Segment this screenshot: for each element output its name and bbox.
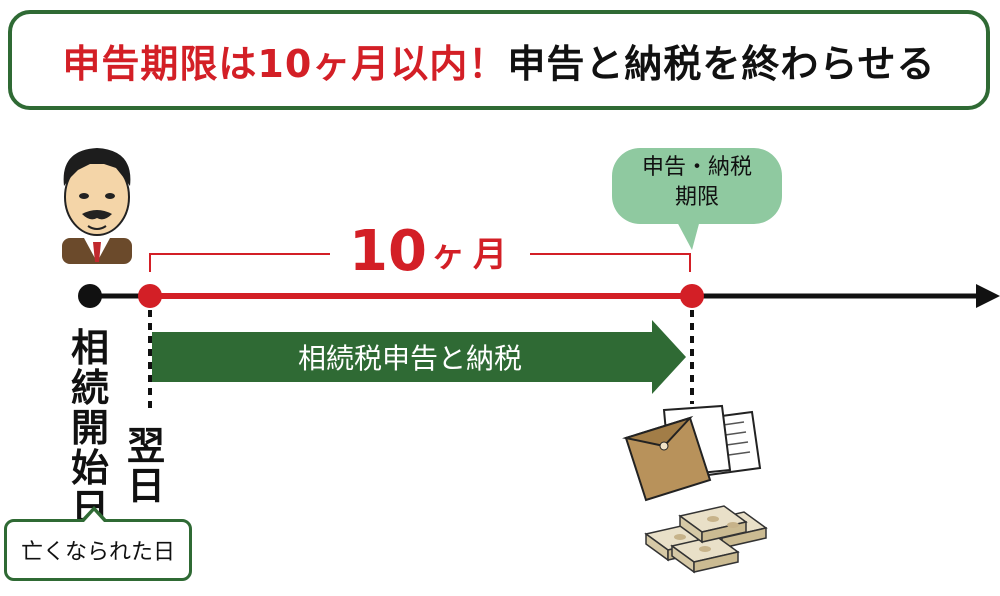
title-banner: 申告期限は10ヶ月以内！ 申告と納税を終わらせる bbox=[8, 10, 990, 110]
next-day-label: 翌 日 bbox=[124, 426, 168, 506]
death-date-callout: 亡くなられた日 bbox=[4, 519, 192, 581]
filing-arrow-label: 相続税申告と納税 bbox=[297, 342, 522, 375]
money-icon bbox=[644, 505, 768, 574]
next-day-dot bbox=[138, 284, 162, 308]
callout-text: 亡くなられた日 bbox=[20, 540, 175, 565]
person-icon bbox=[62, 148, 132, 264]
start-date-char: 続 bbox=[70, 366, 109, 410]
deadline-bubble bbox=[612, 148, 782, 250]
title-black-text: 申告と納税を終わらせる bbox=[507, 41, 936, 86]
timeline-arrowhead bbox=[976, 284, 1000, 308]
start-date-char: 相 bbox=[70, 326, 109, 370]
start-date-label: 相 続 開 始 日 bbox=[68, 328, 112, 528]
title-red-text: 申告期限は10ヶ月以内！ bbox=[62, 41, 508, 86]
deadline-bubble-text: 申告・納税 期限 bbox=[612, 150, 782, 216]
deadline-bubble-line2: 期限 bbox=[674, 185, 719, 210]
period-number: 10 bbox=[349, 218, 427, 284]
start-date-char: 始 bbox=[70, 446, 109, 490]
next-day-char: 翌 bbox=[126, 424, 165, 468]
period-month: 月 bbox=[472, 234, 507, 275]
start-dot bbox=[78, 284, 102, 308]
period-label: 10 ヶ 月 bbox=[330, 216, 530, 286]
start-date-char: 開 bbox=[70, 406, 109, 450]
documents-icon bbox=[622, 404, 762, 502]
period-ka: ヶ bbox=[430, 234, 465, 275]
deadline-dot bbox=[680, 284, 704, 308]
next-day-char: 日 bbox=[126, 464, 165, 508]
callout-notch-inner bbox=[84, 511, 104, 522]
deadline-bubble-line1: 申告・納税 bbox=[641, 155, 752, 180]
filing-arrow bbox=[152, 320, 686, 394]
